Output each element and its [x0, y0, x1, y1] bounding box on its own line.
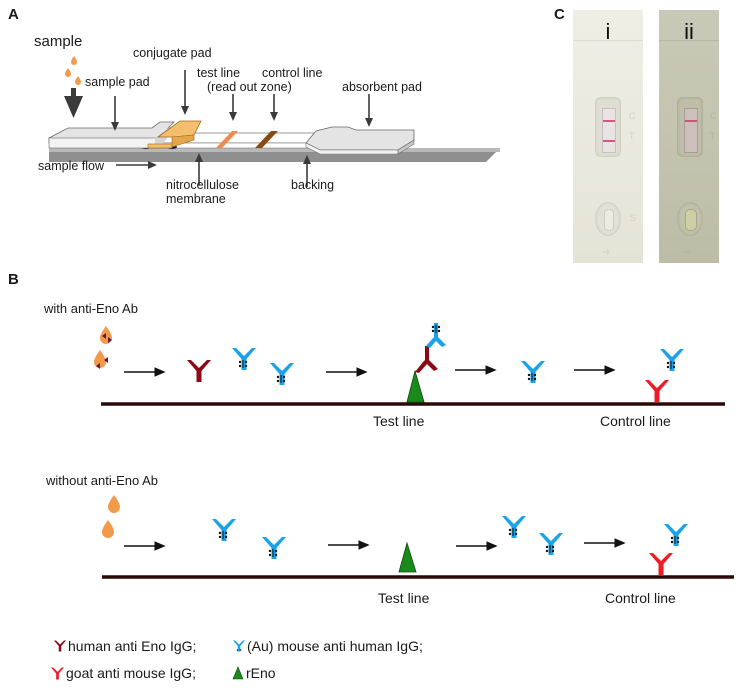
legend-label: (Au) mouse anti human IgG; — [247, 638, 423, 654]
result-window-ii — [684, 108, 698, 153]
control-line-stripe — [255, 131, 278, 148]
goat-anti-mouse-igg-icon — [645, 380, 669, 402]
control-line-label-1: Control line — [600, 413, 671, 429]
scheme-title-with: with anti-Eno Ab — [44, 301, 138, 316]
sample-input-arrow-icon — [64, 88, 83, 118]
pointer-arrows — [111, 70, 373, 187]
goat-anti-mouse-igg-icon — [649, 553, 673, 575]
label-sample: sample — [34, 33, 83, 50]
label-nitrocellulose: nitrocellulose — [166, 178, 239, 192]
reno-icon — [406, 369, 425, 403]
control-band-ii — [685, 120, 697, 122]
au-mouse-anti-human-igg-icon — [521, 361, 545, 383]
legend-item-goat-anti-mouse-igg: goat anti mouse IgG; — [51, 665, 196, 681]
human-anti-eno-igg-icon — [54, 640, 66, 652]
bound-au-mouse-anti-human-igg-icon — [426, 323, 446, 348]
test-line-stripe — [216, 131, 238, 148]
au-mouse-anti-human-igg-icon — [539, 533, 563, 555]
label-backing: backing — [291, 178, 335, 192]
label-conjugate-pad: conjugate pad — [133, 46, 212, 60]
sample-droplet-icon — [65, 56, 81, 85]
sample-droplet-icon — [102, 495, 120, 538]
control-line-label-2: Control line — [605, 590, 676, 606]
human-anti-eno-igg-icon — [187, 360, 211, 382]
label-test-line: test line — [197, 66, 241, 80]
reno-icon — [398, 541, 417, 573]
cassette-label-ii: ii — [684, 19, 694, 44]
panel-a-letter: A — [8, 6, 19, 23]
legend-item-au-mouse-anti-human-igg: (Au) mouse anti human IgG; — [233, 638, 423, 654]
lateral-flow-strip-diagram — [48, 56, 500, 187]
mark-t-i: T — [629, 131, 635, 141]
legend-label: goat anti mouse IgG; — [66, 665, 196, 681]
cassette-photo-ii: ii C T ➜ — [659, 10, 719, 263]
goat-anti-mouse-igg-icon — [51, 667, 64, 679]
panel-b-letter: B — [8, 271, 19, 288]
label-sample-flow: sample flow — [38, 159, 104, 173]
panel-c-letter: C — [554, 6, 565, 23]
scheme-title-without: without anti-Eno Ab — [46, 473, 159, 488]
legend-label: human anti Eno IgG; — [68, 638, 197, 654]
test-band-i — [603, 140, 615, 142]
result-window-i — [602, 108, 616, 153]
sample-droplet-with-antibody-icon — [94, 326, 112, 369]
legend-label: rEno — [246, 665, 276, 681]
cassette-label-i: i — [605, 19, 611, 44]
flow-arrow-icon: ➜ — [602, 247, 611, 258]
au-mouse-anti-human-igg-icon — [212, 519, 236, 541]
au-mouse-anti-human-igg-icon — [502, 516, 526, 538]
test-line-label-2: Test line — [378, 590, 430, 606]
sample-well-i — [595, 202, 621, 236]
flow-arrow-icon-ii: ➜ — [684, 247, 693, 258]
legend-item-human-anti-eno-igg: human anti Eno IgG; — [54, 638, 196, 654]
test-line-label-1: Test line — [373, 413, 425, 429]
au-mouse-anti-human-igg-icon — [233, 640, 245, 652]
mark-c-i: C — [629, 111, 636, 121]
label-membrane: membrane — [166, 192, 226, 206]
label-read-out-zone: (read out zone) — [207, 80, 292, 94]
label-sample-pad: sample pad — [85, 75, 150, 89]
control-band-i — [603, 120, 615, 122]
au-mouse-anti-human-igg-icon — [262, 537, 286, 559]
sample-well-ii — [677, 202, 703, 236]
label-control-line: control line — [262, 66, 323, 80]
bound-au-mouse-anti-human-igg-icon — [664, 524, 688, 546]
label-absorbent-pad: absorbent pad — [342, 80, 422, 94]
mark-s-i: S — [630, 213, 637, 223]
bound-au-mouse-anti-human-igg-icon — [660, 349, 684, 371]
reno-icon — [232, 666, 244, 680]
au-mouse-anti-human-igg-icon — [232, 348, 256, 370]
mark-t-ii: T — [710, 131, 716, 141]
cassette-photo-i: i C T S ➜ — [573, 10, 643, 263]
legend-item-reno: rEno — [232, 665, 276, 681]
au-mouse-anti-human-igg-icon — [270, 363, 294, 385]
mark-c-ii: C — [710, 111, 717, 121]
bound-human-anti-eno-igg-icon — [415, 346, 438, 373]
